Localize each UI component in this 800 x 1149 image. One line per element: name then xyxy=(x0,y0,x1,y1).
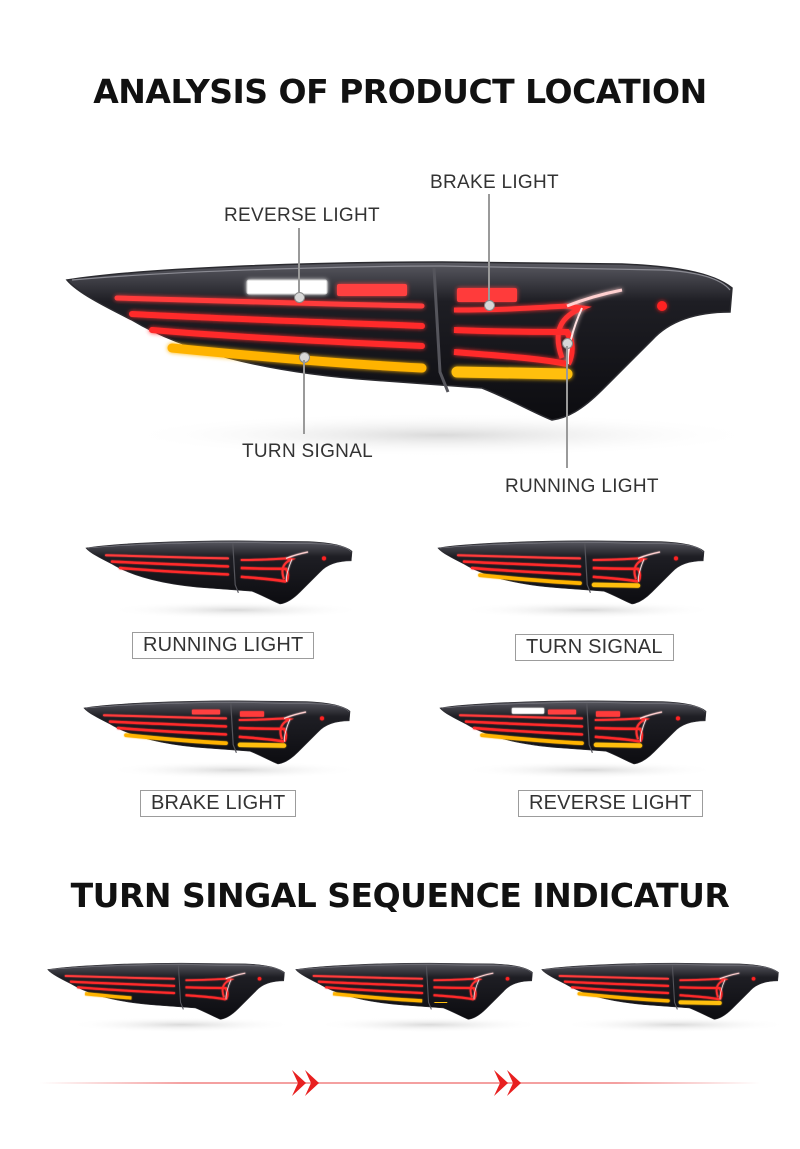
running-leader-dot xyxy=(562,338,573,349)
reverse-light-lamp-image xyxy=(439,700,719,780)
reverse-leader-dot xyxy=(294,292,305,303)
brake-light-label: BRAKE LIGHT xyxy=(140,790,297,817)
brake-leader-line xyxy=(488,194,490,302)
running-light-lamp-image xyxy=(85,540,365,620)
sequence-heading: TURN SINGAL SEQUENCE INDICATUR xyxy=(70,876,730,915)
brake-light-callout: BRAKE LIGHT xyxy=(430,172,559,193)
reverse-leader-line xyxy=(298,228,300,292)
double-chevron-right-icon xyxy=(494,1070,521,1096)
sequence-step-1-lamp xyxy=(47,962,296,1034)
sequence-arrow-line xyxy=(40,1070,760,1096)
running-light-callout: RUNNING LIGHT xyxy=(505,476,659,497)
turn-signal-lamp-image xyxy=(437,540,717,620)
main-tail-lamp-image xyxy=(65,260,764,459)
sequence-step-2-lamp xyxy=(295,962,544,1034)
turn-signal-label: TURN SIGNAL xyxy=(515,634,674,661)
running-leader-line xyxy=(566,346,568,468)
double-chevron-right-icon xyxy=(292,1070,319,1096)
turn-leader-dot xyxy=(299,352,310,363)
turn-signal-callout: TURN SIGNAL xyxy=(242,441,374,462)
brake-light-lamp-image xyxy=(83,700,363,780)
sequence-step-3-lamp xyxy=(541,962,790,1034)
turn-leader-line xyxy=(303,360,305,434)
reverse-light-label: REVERSE LIGHT xyxy=(518,790,703,817)
reverse-light-callout: REVERSE LIGHT xyxy=(224,205,380,226)
running-light-label: RUNNING LIGHT xyxy=(132,632,315,659)
location-heading: ANALYSIS OF PRODUCT LOCATION xyxy=(93,72,707,111)
brake-leader-dot xyxy=(484,300,495,311)
